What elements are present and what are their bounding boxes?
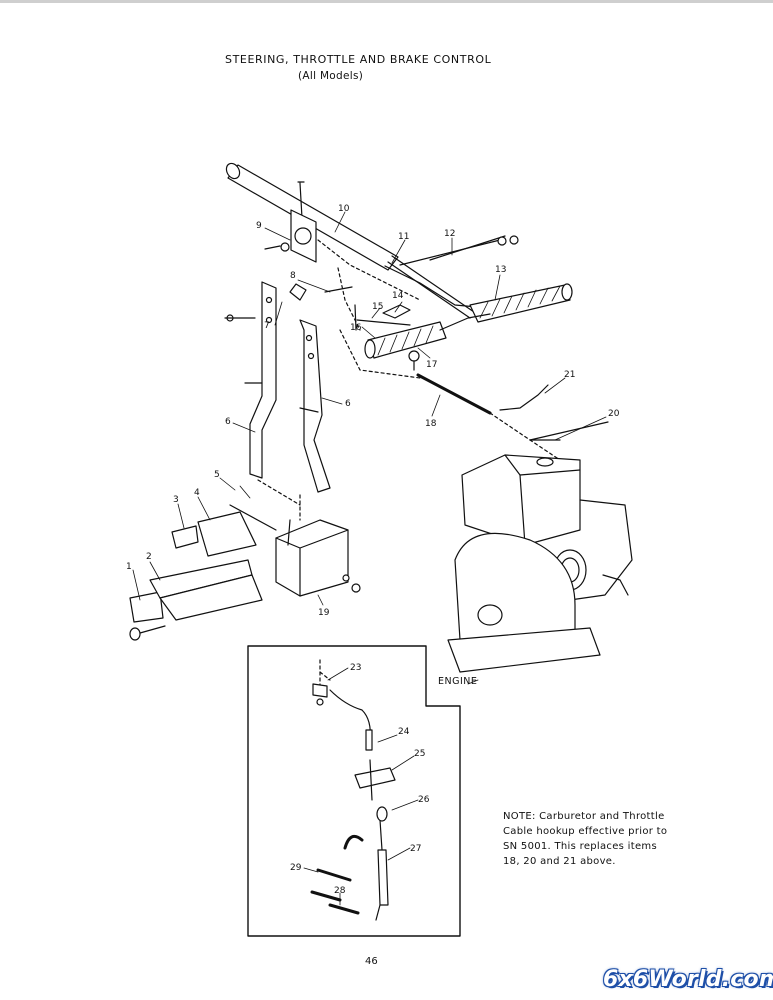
callout-27: 27 — [410, 844, 421, 854]
site-watermark: 6x6World.com — [603, 967, 773, 992]
callout-23: 23 — [350, 663, 361, 673]
callout-leaders — [132, 211, 607, 906]
top-border — [0, 0, 773, 3]
callout-21: 21 — [564, 370, 575, 380]
callout-labels: 1 2 3 4 5 6 6 7 8 9 10 11 12 13 14 15 16… — [126, 204, 620, 896]
diagram-title: STEERING, THROTTLE AND BRAKE CONTROL — [225, 53, 492, 66]
callout-13: 13 — [495, 265, 506, 275]
callout-17: 17 — [426, 360, 437, 370]
callout-25: 25 — [414, 749, 425, 759]
callout-18: 18 — [425, 419, 437, 429]
callout-20: 20 — [608, 409, 620, 419]
callout-6b: 6 — [345, 399, 351, 409]
callout-26: 26 — [418, 795, 430, 805]
inset-frame — [247, 645, 461, 937]
engine-leader — [467, 679, 479, 685]
note-line: Cable hookup effective prior to — [503, 826, 668, 837]
callout-11: 11 — [398, 232, 409, 242]
base-brackets — [129, 479, 361, 641]
note-line: SN 5001. This replaces items — [503, 841, 657, 852]
page-number: 46 — [365, 956, 378, 967]
callout-19: 19 — [318, 608, 330, 618]
callout-8: 8 — [290, 271, 296, 281]
callout-29: 29 — [290, 863, 302, 873]
callout-6a: 6 — [225, 417, 231, 427]
callout-24: 24 — [398, 727, 410, 737]
callout-3: 3 — [173, 495, 179, 505]
callout-2: 2 — [146, 552, 152, 562]
steering-shaft — [225, 162, 399, 271]
callout-9: 9 — [256, 221, 262, 231]
callout-15: 15 — [372, 302, 383, 312]
note-line: NOTE: Carburetor and Throttle — [503, 811, 665, 822]
callout-14: 14 — [392, 291, 404, 301]
inset-brake-parts — [310, 659, 396, 921]
callout-12: 12 — [444, 229, 455, 239]
engine — [447, 454, 633, 673]
callout-28: 28 — [334, 886, 346, 896]
engine-label: ENGINE — [438, 676, 477, 687]
support-brackets — [224, 281, 331, 493]
callout-5: 5 — [214, 470, 220, 480]
callout-4: 4 — [194, 488, 200, 498]
cable-hookup-note: NOTE: Carburetor and Throttle Cable hook… — [503, 809, 667, 869]
throttle-cable — [339, 329, 609, 501]
brake-linkage-parts — [317, 239, 421, 331]
callout-1: 1 — [126, 562, 132, 572]
handlebar-assembly — [364, 235, 573, 371]
note-line: 18, 20 and 21 above. — [503, 856, 616, 867]
mounting-plate — [264, 209, 317, 263]
callout-10: 10 — [338, 204, 350, 214]
diagram-subtitle: (All Models) — [298, 70, 364, 82]
callout-16: 16 — [350, 323, 362, 333]
callout-7: 7 — [264, 321, 270, 331]
